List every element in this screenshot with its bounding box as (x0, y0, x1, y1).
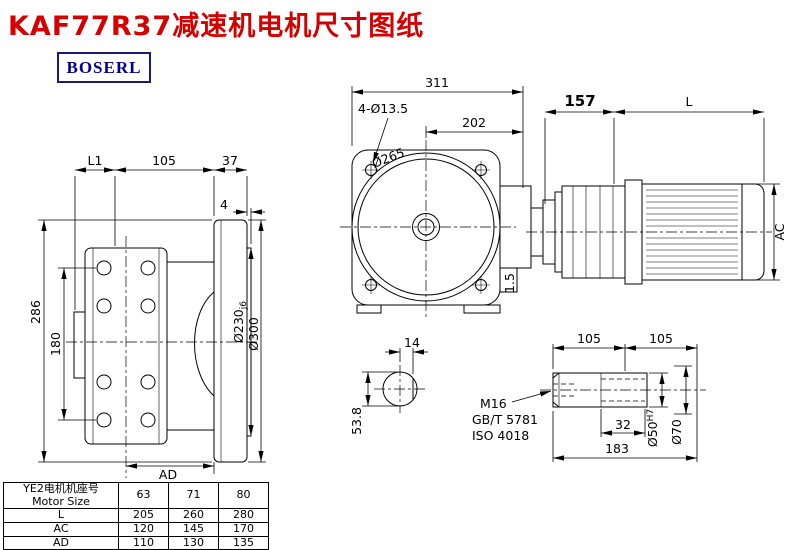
callout-gbt: GB/T 5781 (472, 412, 538, 427)
page-title: KAF77R37减速机电机尺寸图纸 (8, 11, 425, 42)
motor-size-table: YE2电机机座号 Motor Size 63 71 80 L 205 260 2… (3, 481, 269, 550)
table-header-row: YE2电机机座号 Motor Size 63 71 80 (3, 481, 269, 510)
dim-bolt-holes: 4-Ø13.5 (358, 101, 408, 116)
table-row-AD: AD 110 130 135 (3, 535, 269, 550)
dim-d300: Ø300 (246, 317, 261, 351)
dim-d230: Ø230j6 (231, 301, 249, 343)
dim-4: 4 (220, 197, 228, 212)
dim-157: 157 (564, 92, 595, 110)
shaft-section-view: 14 53.8 (349, 335, 428, 435)
callout-m16: M16 (480, 396, 507, 411)
dim-d70: Ø70 (669, 419, 684, 445)
dim-ad: AD (159, 467, 177, 482)
dim-180: 180 (48, 332, 63, 356)
dim-d265: Ø265 (370, 145, 407, 171)
dim-l1: L1 (88, 153, 103, 168)
dim-14: 14 (404, 335, 420, 350)
dim-105a: 105 (577, 331, 601, 346)
table-header-title: YE2电机机座号 Motor Size (3, 481, 119, 510)
dim-311: 311 (425, 75, 449, 90)
side-view: L1 105 37 4 286 180 AD Ø230j6 Ø300 (28, 153, 266, 482)
brand-logo-text: BOSERL (66, 57, 142, 77)
dim-d50: Ø50H7 (645, 409, 660, 447)
dim-1-5: 1.5 (502, 273, 517, 293)
dim-183: 183 (605, 441, 629, 456)
table-row-AC: AC 120 145 170 (3, 521, 269, 537)
brand-logo: BOSERL (57, 52, 151, 83)
front-view: 311 202 4-Ø13.5 Ø265 1.5 (340, 75, 532, 318)
dim-286: 286 (28, 300, 43, 324)
motor-side-view: 157 L AC (526, 92, 787, 285)
table-size-71: 71 (168, 481, 219, 510)
dim-32: 32 (615, 417, 631, 432)
table-size-80: 80 (218, 481, 269, 510)
callout-iso: ISO 4018 (472, 428, 529, 443)
dim-37: 37 (222, 153, 238, 168)
dim-AC: AC (772, 223, 787, 240)
shaft-detail-view: 105 105 32 183 Ø50H7 Ø70 M16 GB/T 5781 I… (472, 331, 706, 462)
dim-105: 105 (152, 153, 176, 168)
dim-L: L (686, 94, 693, 109)
dim-53-8: 53.8 (349, 407, 364, 435)
table-size-63: 63 (118, 481, 169, 510)
table-row-L: L 205 260 280 (3, 508, 269, 523)
motor-fins (646, 189, 738, 275)
dim-202: 202 (462, 115, 486, 130)
dim-105b: 105 (649, 331, 673, 346)
